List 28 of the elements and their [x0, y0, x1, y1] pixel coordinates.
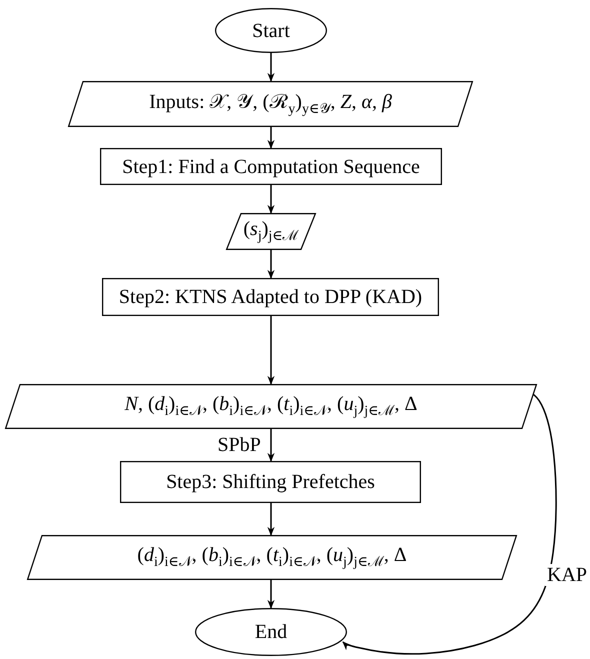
- terminal-ellipse: [195, 608, 347, 656]
- data-parallelogram: [68, 81, 473, 127]
- arrow: [267, 429, 275, 462]
- process-box: [120, 461, 421, 503]
- node-label: (s$_{j}$)$_{j∈ℳ}$: [243, 218, 299, 245]
- data-parallelogram: [5, 384, 537, 429]
- node-label: Step2: KTNS Adapted to DPP (KAD): [118, 286, 422, 308]
- arrow: [267, 503, 275, 536]
- data-parallelogram: [27, 535, 517, 580]
- node-label: (d$_{i}$)$_{i∈𝒩}$, (b$_{i}$)$_{i∈𝒩}$, (t$_{i}$)$_{i∈𝒩}$, (u$_{j}$)$_{j∈ℳ}$, Δ: [137, 544, 407, 571]
- node-label: Step3: Shifting Prefetches: [166, 471, 375, 493]
- node-label: Inputs: 𝒳, 𝒴, (ℛ$_{y}$)$_{y∈𝒴}$, Z, α, β: [149, 90, 392, 118]
- arrow: [267, 250, 275, 279]
- edge-label: KAP: [545, 564, 590, 586]
- arrow: [267, 185, 275, 214]
- terminal-ellipse: [215, 8, 327, 53]
- node-label: N, (d$_{i}$)$_{i∈𝒩}$, (b$_{i}$)$_{i∈𝒩}$, (t$_{i}$)$_{i∈𝒩}$, (u$_{j}$)$_{j∈ℳ}$, Δ: [124, 393, 418, 420]
- process-box: [102, 278, 439, 316]
- arrow: [267, 53, 275, 82]
- arrow: [267, 580, 275, 609]
- node-label: Step1: Find a Computation Sequence: [122, 156, 420, 178]
- arrow: [267, 316, 275, 385]
- node-label: End: [254, 621, 288, 643]
- node-label: Start: [252, 20, 290, 42]
- data-parallelogram: [226, 213, 316, 250]
- process-box: [100, 148, 442, 185]
- arrow: [342, 391, 557, 655]
- arrow: [267, 127, 275, 149]
